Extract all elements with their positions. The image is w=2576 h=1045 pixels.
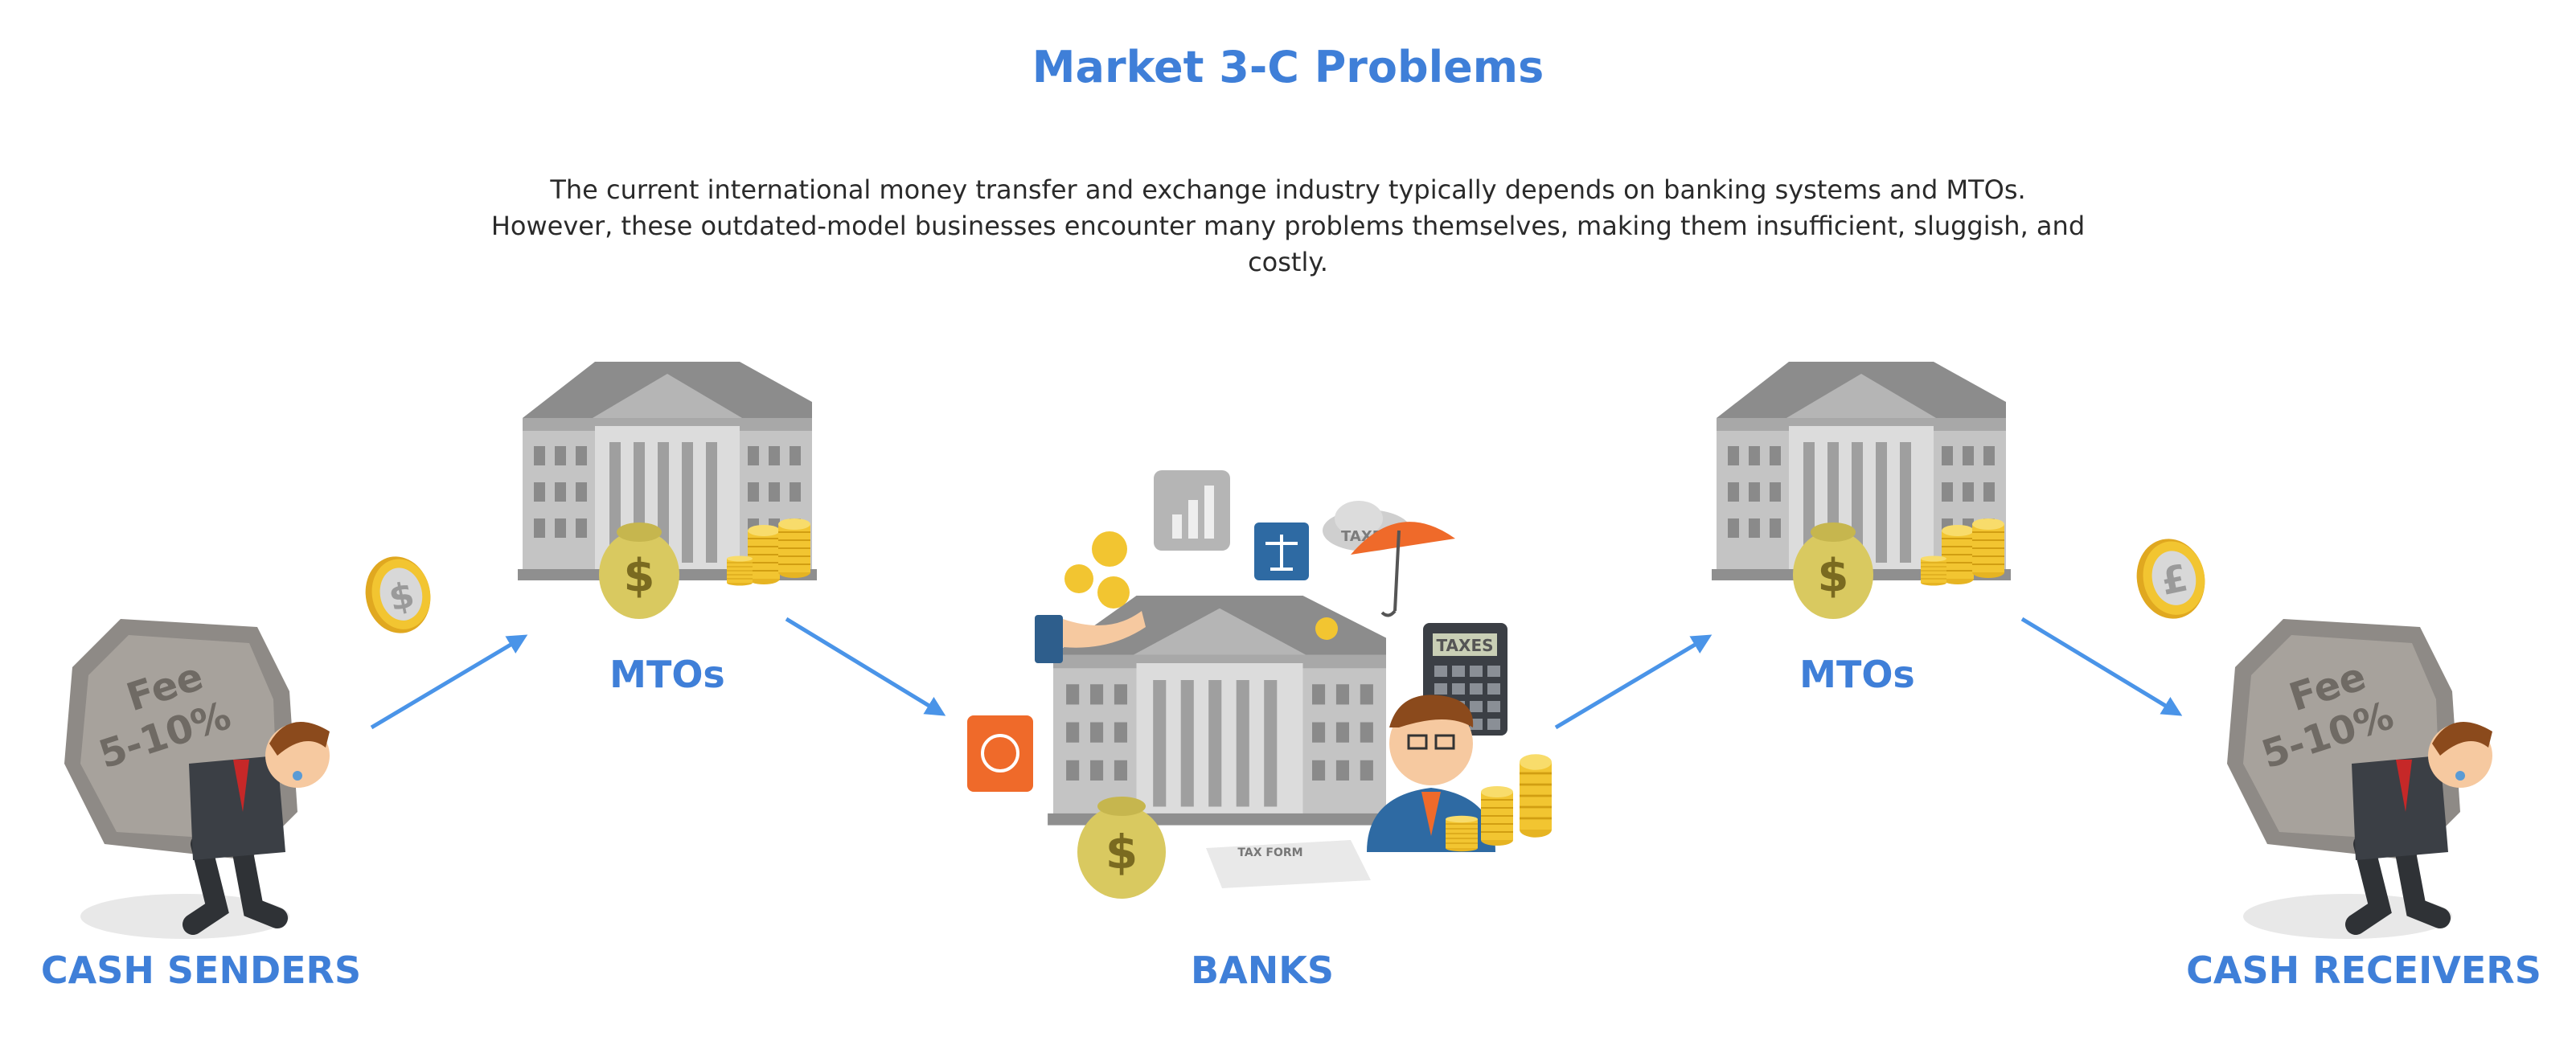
pound-coin-icon: £	[2136, 539, 2205, 619]
bank-money-bag-icon: $	[1077, 797, 1166, 899]
arrow-banks-to-mto	[1554, 634, 1713, 730]
arrow-mto-to-receivers	[2020, 617, 2183, 716]
money-bag-symbol-right: $	[1818, 550, 1849, 602]
scales-tile-icon	[1254, 522, 1309, 580]
bank-bag-symbol: $	[1105, 825, 1138, 879]
tax-tile-icon	[967, 715, 1033, 792]
tax-form-text: TAX FORM	[1237, 846, 1302, 859]
page-title: Market 3-C Problems	[1032, 42, 1544, 92]
arrow-mto-to-banks	[785, 617, 946, 716]
label-mto-right: MTOs	[1799, 653, 1915, 696]
label-mto-left: MTOs	[609, 653, 725, 696]
money-bag-icon: $	[599, 522, 679, 619]
intro-line-1: The current international money transfer…	[550, 174, 2026, 205]
cash-sender-illustration: Fee 5-10%	[64, 619, 330, 939]
mto-left-illustration: $	[518, 362, 817, 619]
dollar-coin-icon: $	[365, 556, 431, 633]
tax-form-icon: TAX FORM	[1206, 840, 1371, 888]
calculator-display-text: TAXES	[1436, 636, 1493, 655]
intro-line-3: costly.	[1248, 247, 1328, 277]
intro-paragraph: The current international money transfer…	[450, 172, 2126, 281]
label-cash-senders: CASH SENDERS	[40, 949, 362, 992]
umbrella-icon	[1351, 522, 1455, 617]
money-bag-symbol: $	[624, 550, 655, 602]
cash-receiver-illustration: Fee 5-10%	[2227, 619, 2492, 939]
chart-tile-icon	[1154, 470, 1230, 551]
hand-coin-icon	[1035, 611, 1146, 663]
intro-line-2: However, these outdated-model businesses…	[490, 211, 2086, 241]
mto-right-illustration: $	[1712, 362, 2011, 619]
gold-coins-icon	[1064, 531, 1338, 640]
label-banks: BANKS	[1191, 949, 1334, 992]
banks-illustration: TAXES TAXES	[967, 470, 1553, 899]
money-bag-icon-right: $	[1793, 522, 1873, 619]
label-cash-receivers: CASH RECEIVERS	[2186, 949, 2541, 992]
arrow-senders-to-mto	[370, 634, 528, 730]
